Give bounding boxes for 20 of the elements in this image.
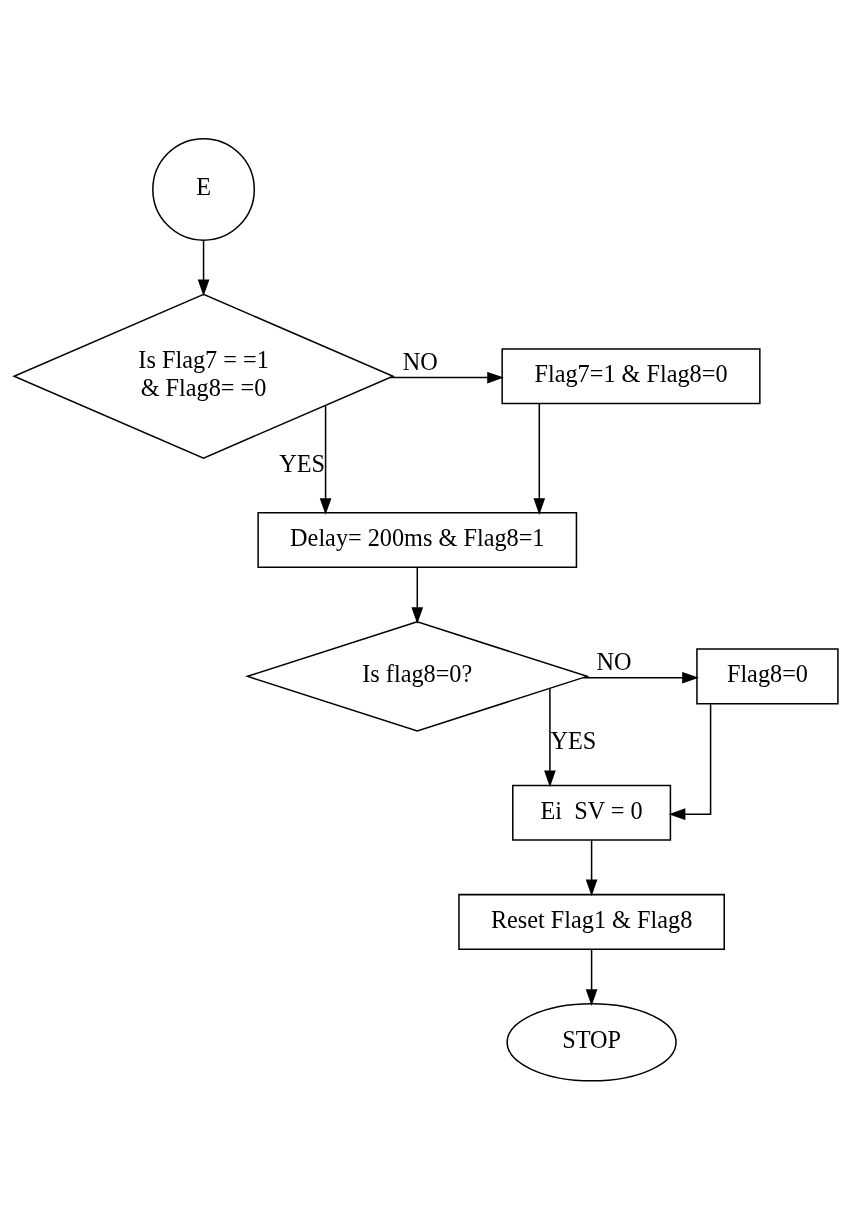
node-diamond: Is flag8=0? [245, 620, 590, 732]
node-circle: E [152, 137, 256, 241]
node-box: Reset Flag1 & Flag8 [458, 893, 725, 950]
arrow [585, 948, 598, 1006]
node-box: Delay= 200ms & Flag8=1 [257, 511, 578, 568]
node-box: Flag8=0 [696, 647, 839, 704]
arrow [544, 687, 556, 787]
edge-label: NO [596, 647, 632, 675]
node-ellipse: STOP [506, 1002, 677, 1082]
arrow [533, 402, 546, 515]
arrow [668, 703, 712, 820]
node-box: Flag7=1 & Flag8=0 [501, 347, 761, 404]
edge-label: NO [402, 347, 438, 375]
arrow [319, 404, 332, 515]
arrow [585, 839, 598, 896]
arrow [582, 671, 699, 684]
arrow [411, 566, 424, 624]
arrow [389, 371, 504, 383]
arrow [197, 238, 210, 296]
node-box: Ei SV = 0 [512, 784, 672, 841]
